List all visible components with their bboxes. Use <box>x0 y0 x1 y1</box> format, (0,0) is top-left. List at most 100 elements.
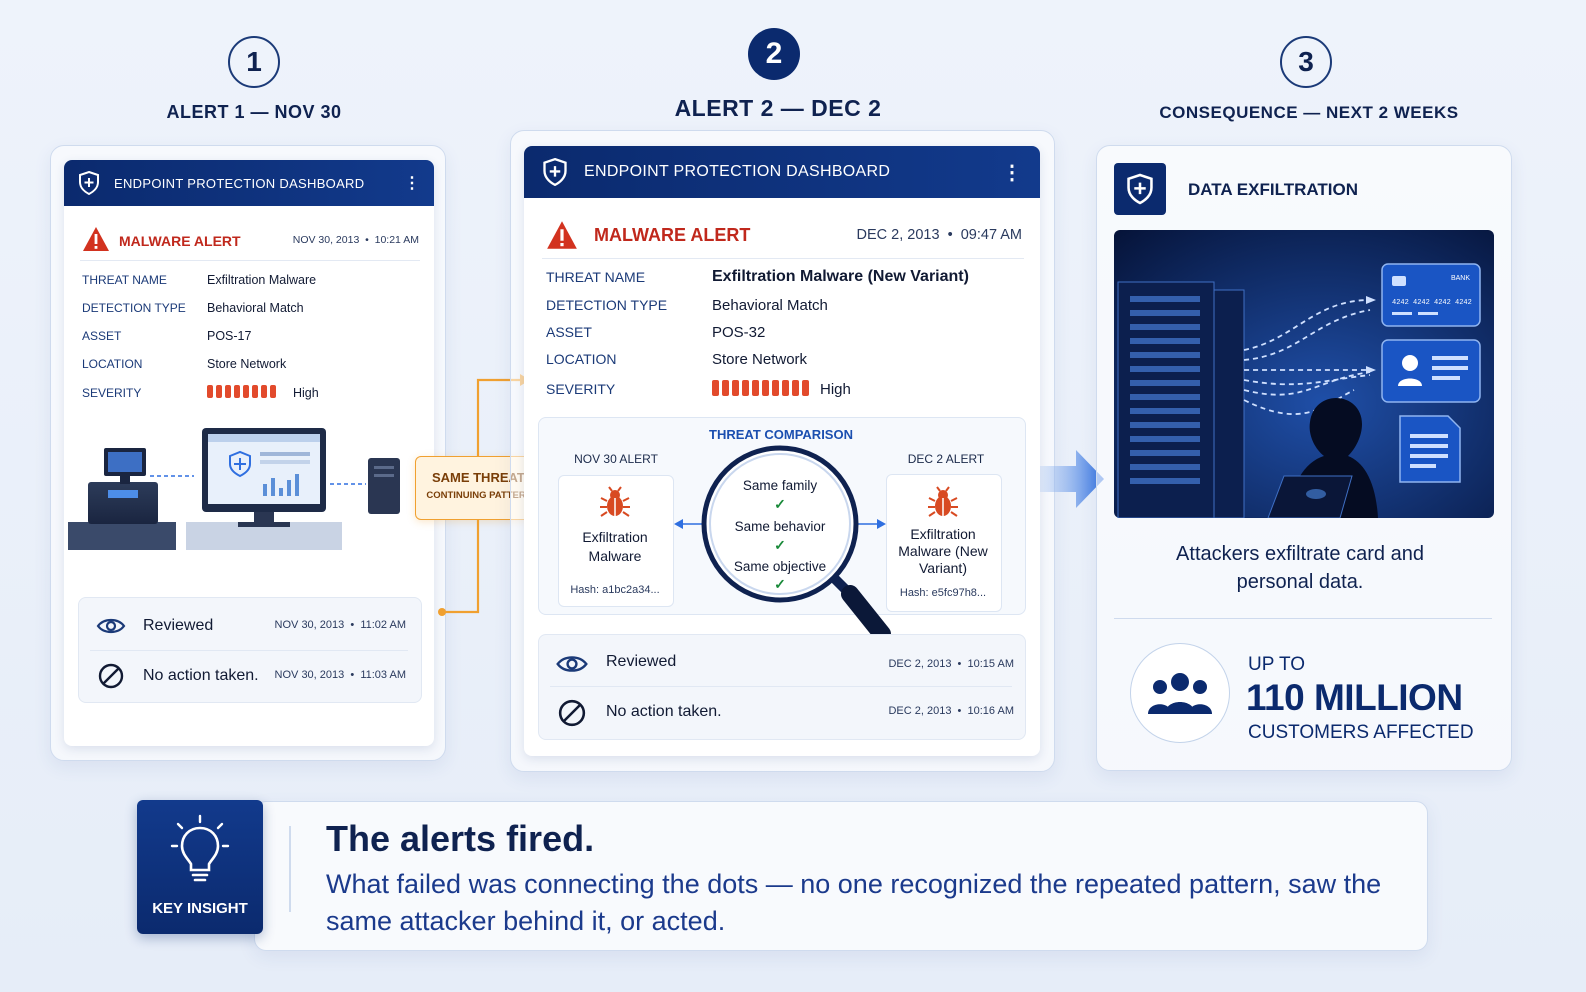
status-reviewed-time: DEC 2, 2013 • 10:15 AM <box>888 658 1014 670</box>
shield-icon <box>543 158 567 186</box>
divider <box>1114 618 1492 619</box>
card-number-text: 4242 4242 4242 4242 <box>1392 299 1472 307</box>
dashboard-title: ENDPOINT PROTECTION DASHBOARD <box>114 175 365 191</box>
right-malware-hash: Hash: e5fc97h8... <box>899 587 987 599</box>
field-key: THREAT NAME <box>546 269 646 285</box>
check-mark-icon: ✓ <box>774 576 786 592</box>
severity-bar <box>243 385 249 398</box>
step-2-number: 2 <box>748 28 800 80</box>
prohibited-icon <box>98 663 124 689</box>
warning-icon <box>83 227 109 251</box>
field-value: Store Network <box>712 351 808 368</box>
divider <box>550 686 1012 687</box>
alert-timestamp: DEC 2, 2013 • 09:47 AM <box>856 227 1022 243</box>
severity-bars <box>207 385 279 399</box>
shield-icon <box>1114 163 1166 215</box>
severity-bar <box>772 380 779 396</box>
severity-bar <box>270 385 276 398</box>
insight-headline: The alerts fired. <box>326 818 595 859</box>
alert-2-dashboard: ENDPOINT PROTECTION DASHBOARD ⋮ MALWARE … <box>524 146 1040 756</box>
insight-panel <box>254 801 1428 951</box>
alert-2-status-box <box>538 634 1026 740</box>
severity-value: High <box>293 386 319 400</box>
severity-bar <box>782 380 789 396</box>
lightbulb-icon <box>170 814 230 882</box>
status-no-action-time: NOV 30, 2013 • 11:03 AM <box>274 669 406 681</box>
alert-label: MALWARE ALERT <box>594 225 751 245</box>
left-malware-name: Exfiltration Malware <box>582 529 648 564</box>
check-same-family: Same family <box>742 478 818 493</box>
right-malware-name: Exfiltration Malware (New Variant) <box>898 526 988 576</box>
field-key: DETECTION TYPE <box>546 297 668 313</box>
alert-label: MALWARE ALERT <box>119 233 241 249</box>
alert-1-dashboard: ENDPOINT PROTECTION DASHBOARD ⋮ MALWARE … <box>64 160 434 746</box>
field-value: Behavioral Match <box>712 297 828 314</box>
stat-prefix: UP TO <box>1248 654 1306 675</box>
threat-comparison-title: THREAT COMPARISON <box>709 427 853 442</box>
insight-body: What failed was connecting the dots — no… <box>326 869 1382 936</box>
prohibited-icon <box>558 699 586 727</box>
divider <box>90 650 408 651</box>
stat-value: 110 MILLION <box>1246 677 1463 718</box>
status-reviewed-label: Reviewed <box>143 617 214 634</box>
key-insight-label: KEY INSIGHT <box>152 900 248 917</box>
field-value: Behavioral Match <box>207 301 304 315</box>
key-insight-badge: KEY INSIGHT <box>137 800 263 934</box>
step-1-number: 1 <box>228 36 280 88</box>
field-key: ASSET <box>82 329 122 343</box>
callout-line1: SAME THREAT, <box>431 470 528 485</box>
magnifier-icon <box>701 445 891 643</box>
status-no-action-label: No action taken. <box>606 703 722 720</box>
step-2-title: ALERT 2 — DEC 2 <box>674 95 882 121</box>
customers-icon <box>1130 643 1230 743</box>
insight-divider <box>289 826 291 912</box>
field-key: SEVERITY <box>82 386 142 400</box>
more-menu-icon[interactable]: ⋮ <box>404 175 420 192</box>
shield-icon <box>79 171 99 195</box>
dashboard-title: ENDPOINT PROTECTION DASHBOARD <box>584 163 891 180</box>
severity-bar <box>802 380 809 396</box>
severity-value: High <box>820 381 851 398</box>
stat-suffix: CUSTOMERS AFFECTED <box>1248 722 1474 743</box>
divider <box>542 258 1024 259</box>
left-malware-hash: Hash: a1bc2a34... <box>570 584 660 596</box>
severity-bar <box>225 385 231 398</box>
field-value: Exfiltration Malware (New Variant) <box>712 268 969 285</box>
severity-bar <box>762 380 769 396</box>
card-brand-text: BANK <box>1451 275 1470 282</box>
severity-bar <box>742 380 749 396</box>
more-menu-icon[interactable]: ⋮ <box>1002 161 1022 184</box>
severity-bar <box>207 385 213 398</box>
callout-line2: CONTINUING PATTERN <box>426 490 533 501</box>
field-key: ASSET <box>546 324 592 340</box>
field-key: LOCATION <box>82 357 143 371</box>
field-key: SEVERITY <box>546 381 616 397</box>
data-exfiltration-illustration: BANK 4242 4242 4242 4242 <box>1114 230 1494 518</box>
left-alert-header: NOV 30 ALERT <box>574 452 658 466</box>
dashboard-header: ENDPOINT PROTECTION DASHBOARD ⋮ <box>64 160 434 206</box>
right-alert-header: DEC 2 ALERT <box>907 452 985 466</box>
severity-bar <box>732 380 739 396</box>
field-value: Exfiltration Malware <box>207 273 317 287</box>
severity-bar <box>712 380 719 396</box>
warning-icon <box>547 221 577 249</box>
field-key: LOCATION <box>546 351 617 367</box>
step-3-number: 3 <box>1280 36 1332 88</box>
field-key: THREAT NAME <box>82 273 167 287</box>
severity-bar <box>752 380 759 396</box>
check-same-behavior: Same behavior <box>734 519 826 534</box>
arrow-right-icon <box>1040 450 1104 508</box>
check-same-objective: Same objective <box>733 559 827 574</box>
step-3-title: CONSEQUENCE — NEXT 2 WEEKS <box>1159 103 1459 122</box>
divider <box>80 260 420 261</box>
bug-icon <box>928 486 958 517</box>
severity-bar <box>234 385 240 398</box>
severity-bar <box>216 385 222 398</box>
status-no-action-time: DEC 2, 2013 • 10:16 AM <box>888 705 1014 717</box>
severity-bars <box>712 380 812 397</box>
field-value: Store Network <box>207 357 287 371</box>
bug-icon <box>600 486 630 517</box>
alert-timestamp: NOV 30, 2013 • 10:21 AM <box>292 234 419 246</box>
status-no-action-label: No action taken. <box>143 667 259 684</box>
pos-terminal-illustration <box>68 428 400 550</box>
